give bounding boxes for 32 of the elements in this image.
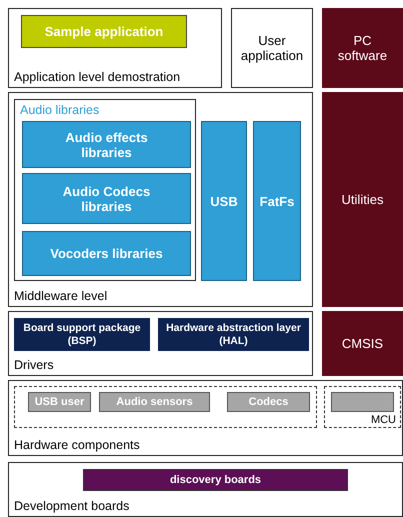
dashed-group xyxy=(324,386,401,428)
module-box: Audio effects libraries xyxy=(22,121,191,168)
layer-box: CMSIS xyxy=(322,311,403,376)
module-box: FatFs xyxy=(253,121,301,281)
layer-label: Development boards xyxy=(14,499,130,513)
layer-panel xyxy=(8,311,313,376)
layer-box: Utilities xyxy=(322,92,403,307)
chip-box xyxy=(331,392,394,412)
layer-box: User application xyxy=(231,8,313,88)
board-box: discovery boards xyxy=(83,469,348,491)
module-box: Board support package (BSP) xyxy=(14,318,150,351)
layer-box: PC software xyxy=(322,8,403,88)
layer-panel xyxy=(8,92,313,307)
component-box: Codecs xyxy=(227,392,310,412)
module-box: Sample application xyxy=(21,15,187,48)
layer-label: Hardware components xyxy=(14,438,140,452)
layer-panel xyxy=(8,8,222,88)
layer-panel xyxy=(8,462,403,517)
group-label: MCU xyxy=(370,414,396,426)
group-panel xyxy=(14,99,196,281)
module-box: Hardware abstraction layer (HAL) xyxy=(158,318,309,351)
group-title: Audio libraries xyxy=(20,103,100,117)
layer-label: Middleware level xyxy=(14,289,108,303)
layer-label: Drivers xyxy=(14,358,54,372)
module-box: Audio Codecs libraries xyxy=(22,173,191,224)
layer-label: Application level demostration xyxy=(14,70,180,84)
component-box: Audio sensors xyxy=(99,392,210,412)
layer-panel xyxy=(8,380,403,456)
module-box: USB xyxy=(201,121,247,281)
module-box: Vocoders libraries xyxy=(22,231,191,276)
component-box: USB user xyxy=(28,392,91,412)
dashed-group xyxy=(14,386,317,428)
